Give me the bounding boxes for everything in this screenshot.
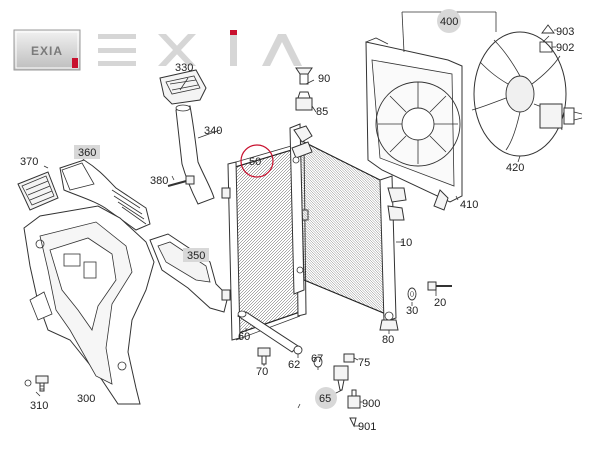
label-90: 90 (318, 73, 330, 85)
part-380-screw (167, 175, 195, 187)
label-903: 903 (556, 26, 574, 38)
label-50: 50 (249, 156, 261, 168)
part-900-sensor (347, 389, 361, 409)
label-360: 360 (78, 147, 96, 159)
label-350: 350 (187, 250, 205, 262)
label-67: 67 (311, 353, 323, 365)
label-85: 85 (316, 106, 328, 118)
label-900: 900 (362, 398, 380, 410)
label-400: 400 (440, 16, 458, 28)
part-62-seal (293, 345, 303, 355)
part-340-intake-pipe (175, 104, 215, 205)
label-310: 310 (30, 400, 48, 412)
part-420-fan (471, 31, 583, 157)
label-70: 70 (256, 366, 268, 378)
label-300: 300 (77, 393, 95, 405)
part-330-intake (159, 69, 207, 105)
part-70-bolt (257, 347, 271, 365)
part-901-clip (349, 417, 357, 428)
part-80-plug (379, 311, 399, 331)
part-360-air-duct (59, 159, 151, 231)
part-30-washer (407, 287, 417, 301)
label-30: 30 (406, 305, 418, 317)
label-20: 20 (434, 297, 446, 309)
part-370-grille (17, 171, 59, 211)
highlight-circle-400 (437, 9, 461, 33)
part-65-switch (333, 365, 349, 391)
label-340: 340 (204, 125, 222, 137)
highlight-circle-50 (240, 144, 274, 178)
label-370: 370 (20, 156, 38, 168)
highlight-box-350 (183, 248, 209, 262)
brand-logo: EXIA (13, 29, 81, 71)
label-380: 380 (150, 175, 168, 187)
label-902: 902 (556, 42, 574, 54)
label-75: 75 (358, 357, 370, 369)
label-410: 410 (460, 199, 478, 211)
part-20-screw (427, 281, 452, 291)
part-903-symbol (541, 24, 555, 34)
part-310-bolt (24, 375, 49, 392)
highlight-box-360 (74, 145, 100, 159)
label-80: 80 (382, 334, 394, 346)
label-330: 330 (175, 62, 193, 74)
part-300-support-frame (23, 205, 155, 405)
part-85-mount (295, 91, 313, 111)
label-62: 62 (288, 359, 300, 371)
brand-wordmark (98, 30, 302, 66)
label-60: 60 (238, 331, 250, 343)
brand-logo-text: EXIA (31, 44, 63, 58)
part-410-fan-shroud (365, 37, 463, 211)
highlight-circle-65 (315, 387, 337, 409)
part-350-deflector (149, 233, 229, 313)
label-901: 901 (358, 421, 376, 433)
part-10-radiator (289, 123, 407, 323)
part-90-clip (295, 67, 313, 85)
label-65: 65 (319, 393, 331, 405)
part-75-plug (343, 353, 355, 363)
label-420: 420 (506, 162, 524, 174)
label-10: 10 (400, 237, 412, 249)
